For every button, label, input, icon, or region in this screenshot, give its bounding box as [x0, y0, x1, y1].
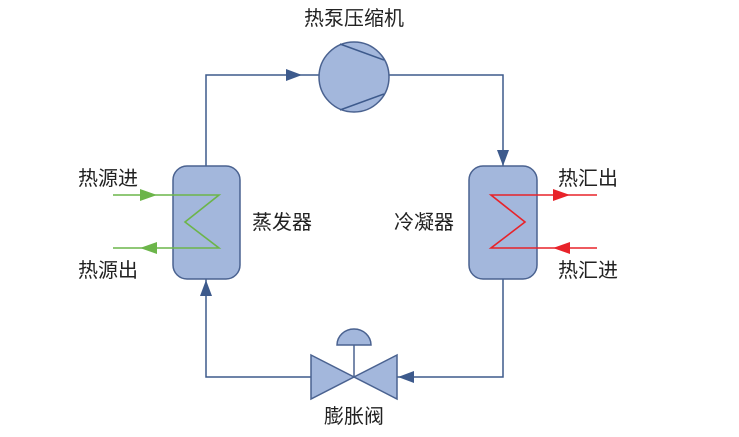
- condenser-label: 冷凝器: [394, 210, 454, 234]
- flow-arrow-icon: [286, 69, 302, 81]
- pipe-compressor-to-condenser: [389, 74, 504, 166]
- heat-sink-in-label: 热汇进: [558, 258, 618, 282]
- sink-out-arrow-icon: [553, 189, 570, 201]
- pipe-condenser-to-valve: [397, 279, 504, 378]
- expansion-valve-icon: [310, 328, 398, 401]
- source-out-arrow-icon: [140, 242, 157, 254]
- heat-sink-out-label: 热汇出: [558, 166, 618, 190]
- source-in-arrow-icon: [140, 189, 157, 201]
- flow-arrow-icon: [398, 371, 414, 383]
- flow-arrow-icon: [200, 280, 212, 296]
- sink-in-arrow-icon: [553, 242, 570, 254]
- evaporator-label: 蒸发器: [252, 210, 312, 234]
- condenser-coil: [488, 194, 597, 249]
- evaporator-coil: [113, 194, 222, 249]
- condenser-vessel: [468, 165, 538, 280]
- flow-arrow-icon: [497, 150, 509, 166]
- compressor-label: 热泵压缩机: [304, 6, 404, 30]
- evaporator-vessel: [172, 165, 241, 280]
- pipe-valve-to-evaporator: [205, 279, 311, 378]
- compressor-icon: [318, 41, 390, 113]
- heat-source-in-label: 热源进: [78, 166, 138, 190]
- heat-source-out-label: 热源出: [78, 258, 138, 282]
- pipe-evaporator-to-compressor: [205, 74, 319, 166]
- expansion-valve-label: 膨胀阀: [324, 404, 384, 428]
